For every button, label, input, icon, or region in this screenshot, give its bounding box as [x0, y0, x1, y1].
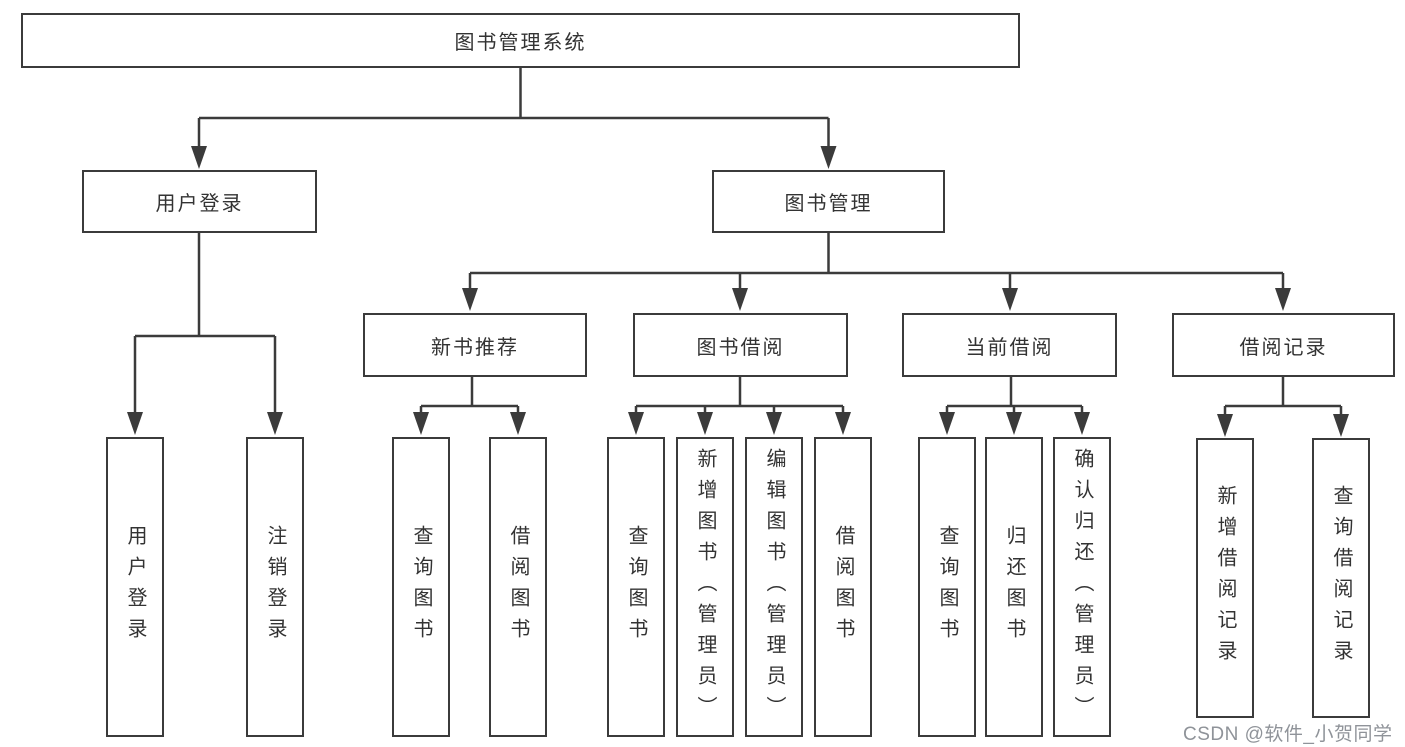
node-root: 图书管理系统	[21, 13, 1020, 68]
node-new-book-recommend: 新书推荐	[363, 313, 587, 377]
node-new-book-recommend-label: 新书推荐	[431, 336, 519, 359]
leaf-label: 查询图书	[625, 525, 647, 649]
arrow-down-icon	[628, 412, 644, 435]
arrow-down-icon	[1006, 412, 1022, 435]
leaf-logout-label: 注销登录	[264, 525, 286, 649]
arrow-down-icon	[267, 412, 283, 435]
leaf-label: 借阅图书	[507, 525, 529, 649]
connector-root-split	[197, 68, 830, 148]
node-borrowing-records: 借阅记录	[1172, 313, 1395, 377]
arrow-down-icon	[835, 412, 851, 435]
node-user-login-label: 用户登录	[155, 193, 244, 215]
connector-records-split	[1223, 377, 1343, 415]
connector-current-borrow-split	[945, 377, 1084, 414]
connector-book-mgmt-split	[468, 233, 1285, 290]
arrow-down-icon	[413, 412, 429, 435]
leaf-return-books: 归还图书	[985, 437, 1043, 737]
arrow-down-icon	[939, 412, 955, 435]
connector-book-borrow-split	[634, 377, 845, 414]
arrow-down-icon	[697, 412, 713, 435]
leaf-label: 归还图书	[1003, 525, 1025, 649]
node-book-borrowing-label: 图书借阅	[696, 336, 785, 359]
leaf-add-books-admin: 新增图书（管理员）	[676, 437, 734, 737]
node-book-management: 图书管理	[712, 170, 945, 233]
connector-new-book-split	[419, 377, 520, 414]
arrow-down-icon	[732, 288, 748, 311]
arrow-down-icon	[1275, 288, 1291, 311]
leaf-query-books-recommend: 查询图书	[392, 437, 450, 737]
arrow-down-icon	[1002, 288, 1018, 311]
node-borrowing-records-label: 借阅记录	[1239, 336, 1328, 359]
leaf-add-borrow-record: 新增借阅记录	[1196, 438, 1254, 718]
arrow-down-icon	[1074, 412, 1090, 435]
leaf-label: 查询图书	[936, 525, 958, 649]
arrow-down-icons	[127, 146, 1349, 437]
arrow-down-icon	[510, 412, 526, 435]
node-book-borrowing: 图书借阅	[633, 313, 848, 377]
arrow-down-icon	[1333, 414, 1349, 437]
arrow-down-icon	[1217, 414, 1233, 437]
leaf-label: 编辑图书（管理员）	[763, 447, 785, 727]
leaf-query-books-current: 查询图书	[918, 437, 976, 737]
node-user-login: 用户登录	[82, 170, 317, 233]
node-current-borrowing-label: 当前借阅	[965, 336, 1054, 359]
arrow-down-icon	[462, 288, 478, 311]
leaf-label: 查询图书	[410, 525, 432, 649]
arrow-down-icon	[191, 146, 207, 169]
leaf-user-login-label: 用户登录	[124, 525, 146, 649]
leaf-label: 新增借阅记录	[1214, 485, 1236, 671]
arrow-down-icon	[820, 146, 837, 169]
leaf-label: 确认归还（管理员）	[1071, 447, 1093, 727]
arrow-down-icon	[766, 412, 782, 435]
leaf-borrow-books: 借阅图书	[814, 437, 872, 737]
arrow-down-icon	[127, 412, 143, 435]
node-book-management-label: 图书管理	[784, 193, 873, 215]
leaf-label: 新增图书（管理员）	[694, 447, 716, 727]
connector-user-login-split	[133, 233, 277, 414]
node-root-label: 图书管理系统	[454, 32, 587, 54]
leaf-query-books-borrowing: 查询图书	[607, 437, 665, 737]
leaf-confirm-return-admin: 确认归还（管理员）	[1053, 437, 1111, 737]
leaf-logout: 注销登录	[246, 437, 304, 737]
leaf-edit-books-admin: 编辑图书（管理员）	[745, 437, 803, 737]
leaf-borrow-books-recommend: 借阅图书	[489, 437, 547, 737]
leaf-query-borrow-record: 查询借阅记录	[1312, 438, 1370, 718]
leaf-label: 借阅图书	[832, 525, 854, 649]
leaf-label: 查询借阅记录	[1330, 485, 1352, 671]
node-current-borrowing: 当前借阅	[902, 313, 1117, 377]
csdn-watermark: CSDN @软件_小贺同学	[1183, 724, 1393, 745]
leaf-user-login: 用户登录	[106, 437, 164, 737]
